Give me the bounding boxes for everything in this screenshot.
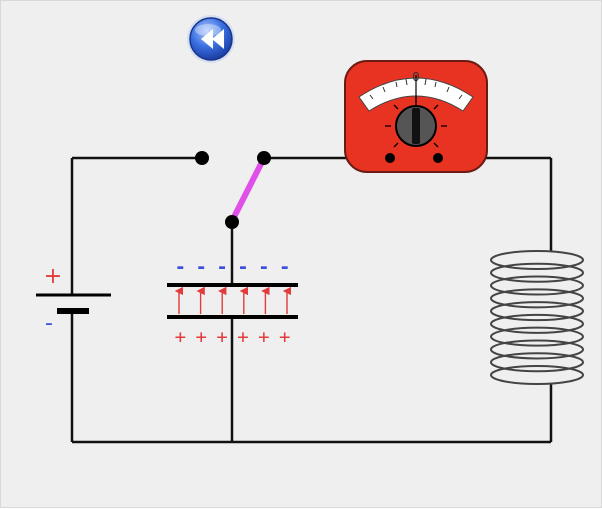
galvanometer: 0 [344, 60, 488, 173]
switch[interactable] [195, 151, 271, 229]
capacitor-bottom-charge: + + + + + + [175, 326, 290, 348]
coil-turn [490, 352, 584, 373]
coil-turn [490, 339, 584, 360]
coil-turn [490, 326, 584, 347]
coil-turn [490, 301, 584, 322]
switch-pivot [225, 215, 239, 229]
battery-negative-label: - [45, 311, 53, 336]
coil-turn [490, 262, 584, 283]
rewind-button[interactable] [187, 15, 235, 63]
rewind-double-chevron-icon [201, 29, 224, 49]
switch-lever[interactable] [229, 155, 267, 224]
capacitor-top-charge: - - - - - - [175, 256, 290, 278]
circuit-wires [70, 156, 553, 444]
inductor-coil [490, 250, 584, 385]
meter-terminal-left [385, 153, 395, 163]
capacitor: - - - - - - + + + + + + [167, 256, 298, 348]
meter-dial-rays [385, 97, 447, 148]
battery: + - [36, 264, 111, 336]
coil-turn [490, 288, 584, 309]
switch-contact-right [257, 151, 271, 165]
meter-terminal-right [433, 153, 443, 163]
switch-contact-left [195, 151, 209, 165]
coil-turn [490, 250, 584, 270]
meter-scale-ticks [369, 78, 463, 100]
coil-turn [490, 313, 584, 334]
battery-positive-label: + [44, 264, 62, 289]
meter-dial-pointer [412, 108, 420, 144]
coil-turn [490, 275, 584, 296]
capacitor-field-arrows [174, 286, 292, 314]
coil-turn [490, 365, 584, 385]
